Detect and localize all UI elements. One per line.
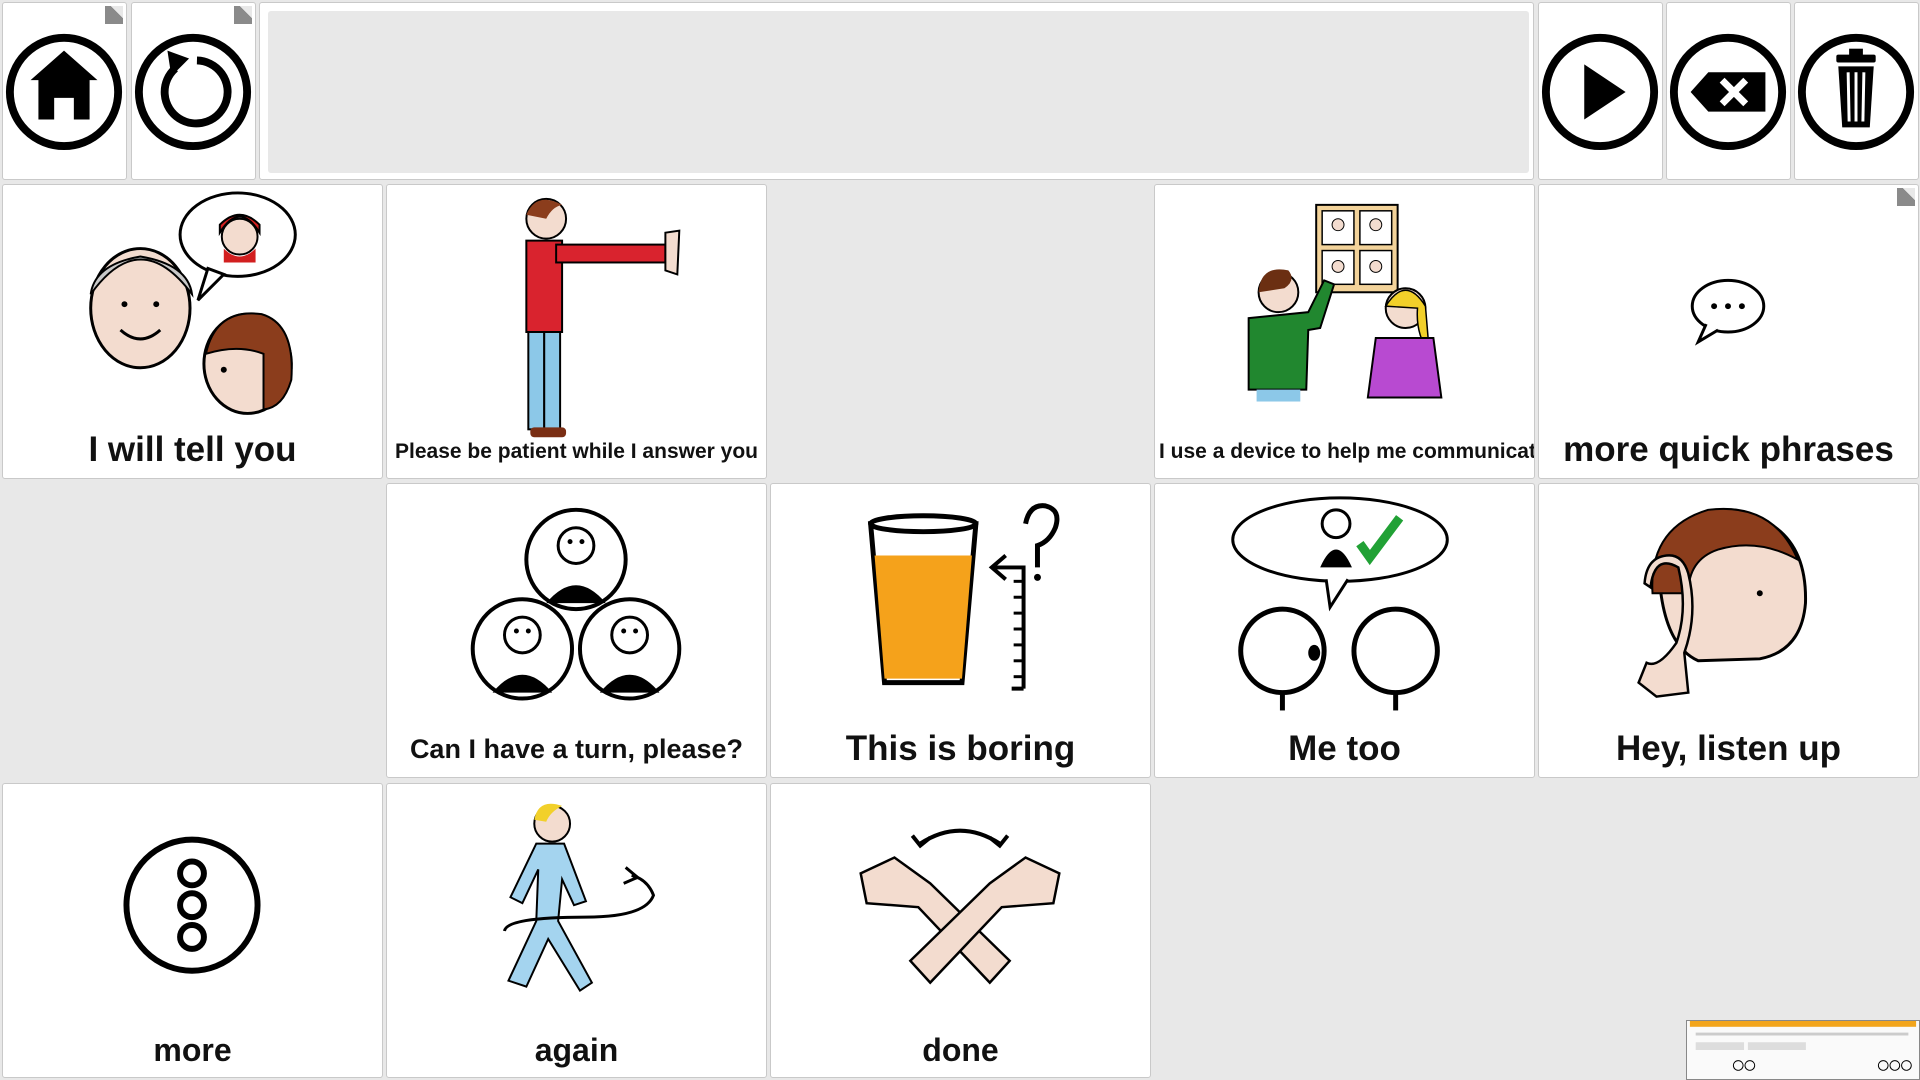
tile-hey-listen-up[interactable]: Hey, listen up xyxy=(1538,483,1919,778)
undo-button[interactable] xyxy=(131,2,256,180)
trash-icon xyxy=(1797,33,1915,151)
tile-label: done xyxy=(922,1032,999,1069)
empty-cell xyxy=(1154,783,1535,1078)
tile-can-i-have-a-turn[interactable]: Can I have a turn, please? xyxy=(386,483,767,778)
backspace-button[interactable] xyxy=(1666,2,1791,180)
folder-indicator xyxy=(234,6,252,24)
tile-label: I use a device to help me communicate xyxy=(1159,439,1535,463)
tile-label: Please be patient while I answer you xyxy=(395,439,758,463)
tile-me-too[interactable]: Me too xyxy=(1154,483,1535,778)
message-bar[interactable] xyxy=(259,2,1534,180)
home-icon xyxy=(5,33,123,151)
tile-label: Hey, listen up xyxy=(1616,728,1841,768)
play-icon xyxy=(1541,33,1659,151)
people-using-symbol-board-icon xyxy=(1247,203,1443,402)
tile-more[interactable]: more xyxy=(2,783,383,1078)
backspace-icon xyxy=(1669,33,1787,151)
tile-i-will-tell-you[interactable]: I will tell you xyxy=(2,184,383,479)
more-dots-circle-icon xyxy=(123,836,261,974)
tile-label: Can I have a turn, please? xyxy=(409,733,744,764)
person-stop-gesture-icon xyxy=(525,197,681,438)
tile-label: more quick phrases xyxy=(1563,429,1894,469)
undo-icon xyxy=(134,33,252,151)
tile-label: This is boring xyxy=(845,728,1076,768)
clear-button[interactable] xyxy=(1794,2,1919,180)
tile-done[interactable]: done xyxy=(770,783,1151,1078)
tile-label: I will tell you xyxy=(88,429,297,469)
empty-cell xyxy=(770,184,1151,479)
glass-and-measure-question-icon xyxy=(867,503,1060,691)
taking-turns-people-icon xyxy=(470,507,682,701)
speak-button[interactable] xyxy=(1538,2,1663,180)
walk-around-again-icon xyxy=(503,803,656,992)
tile-please-be-patient[interactable]: Please be patient while I answer you xyxy=(386,184,767,479)
tile-more-quick-phrases[interactable]: more quick phrases xyxy=(1538,184,1919,479)
folder-indicator xyxy=(105,6,123,24)
grandma-and-boy-telling-story-icon xyxy=(89,191,297,415)
tile-this-is-boring[interactable]: This is boring xyxy=(770,483,1151,778)
screen-preview-thumbnail[interactable] xyxy=(1686,1020,1920,1080)
listening-ear-icon xyxy=(1637,507,1807,698)
message-display xyxy=(268,11,1529,173)
preview-image xyxy=(1689,1021,1917,1071)
tile-i-use-a-device[interactable]: I use a device to help me communicate xyxy=(1154,184,1535,479)
speech-bubble-dots-icon xyxy=(1690,278,1766,346)
folder-indicator xyxy=(1897,188,1915,206)
tile-label: more xyxy=(153,1032,232,1069)
tile-label: Me too xyxy=(1288,728,1401,768)
home-button[interactable] xyxy=(2,2,127,180)
crossed-arms-done-icon xyxy=(859,828,1061,985)
empty-cell xyxy=(2,483,383,778)
tile-again[interactable]: again xyxy=(386,783,767,1078)
me-too-agreement-icon xyxy=(1231,496,1449,711)
tile-label: again xyxy=(534,1032,619,1069)
